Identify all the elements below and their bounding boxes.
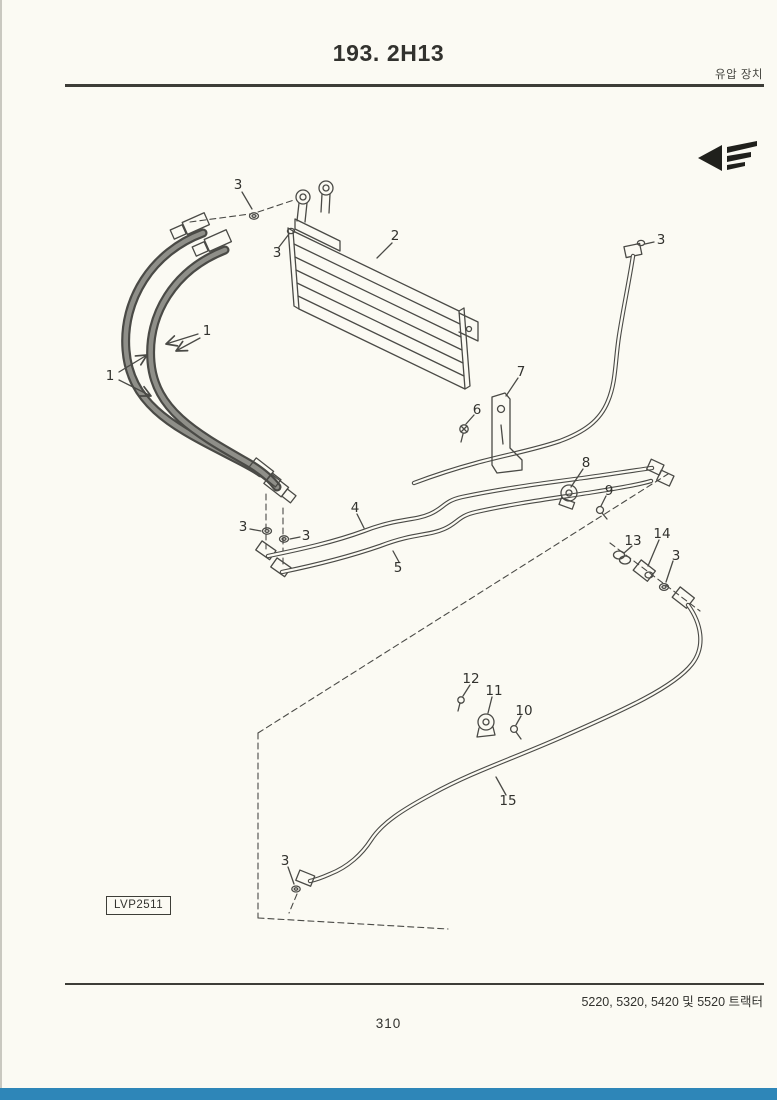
section-label: 유압 장치	[714, 69, 763, 81]
assembly-dashed-lines	[189, 199, 701, 930]
callout-labels: 3 3 2 3 1 1 7 6 8 9 4 3 3 5 13 14 3 12 1…	[106, 177, 681, 869]
callout-label: 1	[106, 368, 115, 384]
callout-label: 11	[485, 683, 502, 699]
nav-arrow-icon	[698, 141, 757, 171]
header-rule	[65, 84, 764, 87]
oil-cooler	[287, 180, 479, 390]
oil-tubes	[255, 458, 675, 578]
figure-code: LVP2511	[114, 899, 164, 911]
callout-label: 3	[672, 548, 681, 564]
callout-label: 14	[653, 526, 670, 542]
callout-label: 3	[302, 528, 311, 544]
bracket-screw	[459, 424, 469, 443]
callout-label: 3	[239, 519, 248, 535]
callout-label: 15	[499, 793, 516, 809]
callout-label: 6	[473, 402, 482, 418]
callout-label: 7	[517, 364, 526, 380]
mounting-bracket	[491, 392, 523, 474]
scan-bottom-bar	[0, 1088, 777, 1100]
clamp-screw	[595, 505, 608, 520]
callout-label: 1	[203, 323, 212, 339]
callout-label: 3	[234, 177, 243, 193]
callout-label: 3	[273, 245, 282, 261]
callout-label: 3	[657, 232, 666, 248]
tube-clamp	[558, 484, 578, 510]
callout-label: 8	[582, 455, 591, 471]
callout-label: 3	[281, 853, 290, 869]
footer-rule	[65, 983, 764, 985]
models-caption: 5220, 5320, 5420 및 5520 트랙터	[581, 995, 763, 1009]
hydraulic-hoses	[121, 212, 297, 504]
callout-label: 2	[391, 228, 400, 244]
callout-label: 9	[605, 483, 614, 499]
scan-edge-line	[0, 0, 2, 1088]
callout-label: 10	[515, 703, 532, 719]
callout-leaders	[118, 191, 674, 885]
lower-clamp	[457, 696, 522, 740]
figure-code-box: LVP2511	[106, 896, 172, 915]
return-tube-upper	[411, 242, 643, 486]
page-title: 193. 2H13	[332, 40, 445, 66]
o-ring-washers	[248, 212, 670, 893]
adapter-fittings	[612, 550, 696, 609]
return-tube-lower	[295, 602, 703, 887]
page-number: 310	[375, 1016, 402, 1031]
callout-label: 13	[624, 533, 641, 549]
callout-label: 5	[394, 560, 403, 576]
callout-label: 4	[351, 500, 360, 516]
callout-label: 12	[462, 671, 479, 687]
